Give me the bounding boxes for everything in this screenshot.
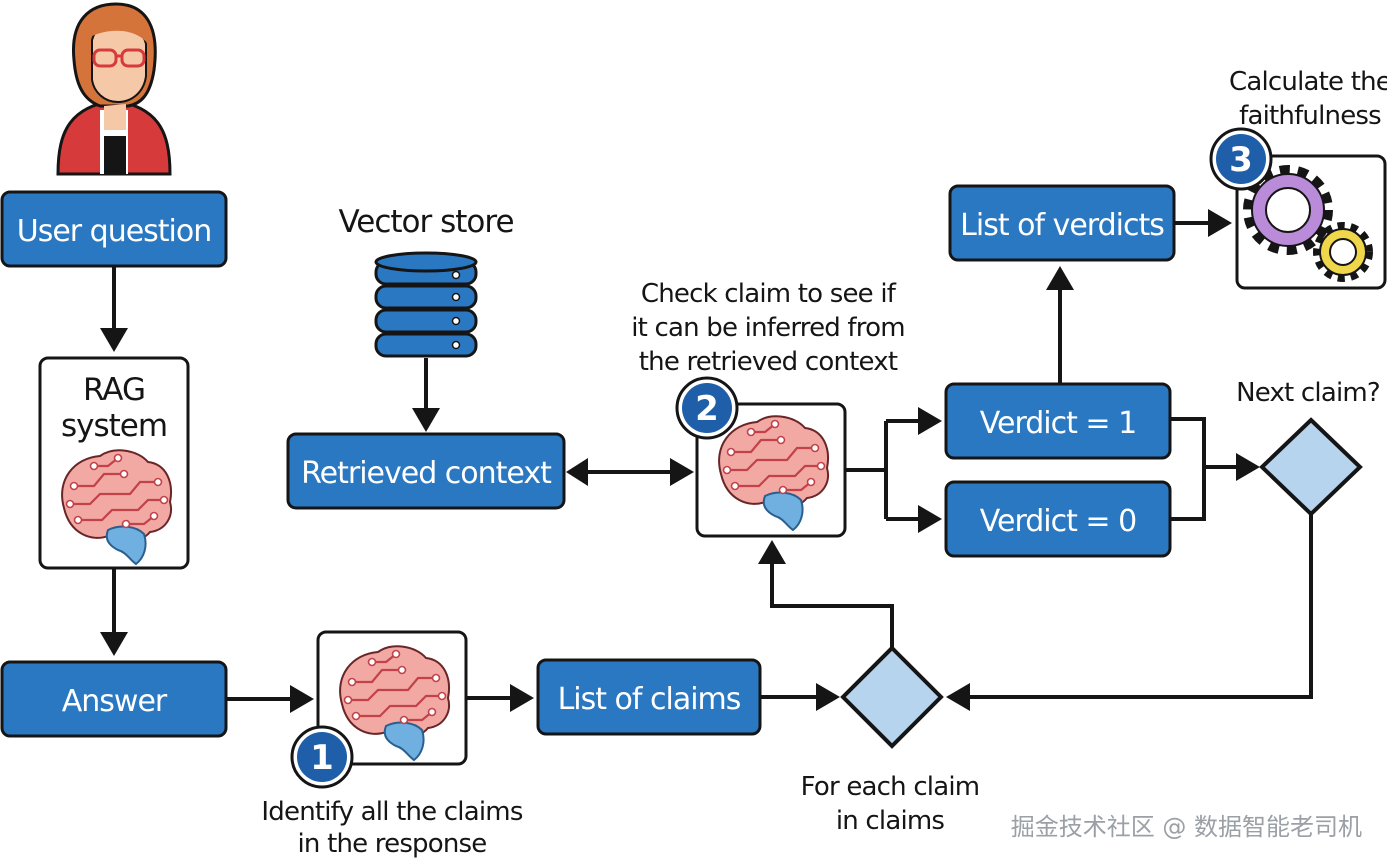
next-claim-label: Next claim?	[1236, 378, 1380, 408]
step-2-caption-line3: the retrieved context	[639, 347, 898, 377]
step-2-number: 2	[695, 389, 719, 429]
answer-label: Answer	[62, 684, 168, 719]
list-of-claims-label: List of claims	[558, 682, 741, 717]
database-icon	[374, 251, 478, 358]
step-3-caption-line1: Calculate the	[1229, 67, 1387, 97]
step-2-badge: 2	[675, 376, 739, 440]
step-3-caption-line2: faithfulness	[1239, 101, 1381, 131]
step-1-caption-line1: Identify all the claims	[261, 797, 522, 827]
for-each-caption-line1: For each claim	[801, 772, 980, 802]
gears-icon	[1243, 165, 1373, 282]
list-of-verdicts-label: List of verdicts	[960, 208, 1164, 243]
step-3-badge: 3	[1209, 127, 1273, 191]
list-of-verdicts-node: List of verdicts	[948, 184, 1176, 262]
rag-system-label-line2: system	[61, 408, 167, 444]
for-each-caption-line2: in claims	[836, 806, 945, 836]
vector-store-label: Vector store	[338, 204, 513, 240]
step-1-badge: 1	[290, 725, 354, 789]
for-each-claim-decision	[840, 645, 944, 749]
watermark: 掘金技术社区 @ 数据智能老司机	[1011, 813, 1362, 841]
next-claim-decision	[1259, 417, 1363, 517]
answer-node: Answer	[0, 660, 228, 738]
faithfulness-calculator-node	[1235, 154, 1387, 290]
rag-system-label-line1: RAG	[83, 372, 145, 408]
rag-system-node: RAG system	[38, 356, 190, 570]
verdict-0-node: Verdict = 0	[944, 480, 1172, 558]
step-2-caption-line2: it can be inferred from	[631, 313, 905, 343]
list-of-claims-node: List of claims	[536, 658, 762, 736]
verdict-1-label: Verdict = 1	[980, 406, 1136, 441]
user-question-node: User question	[0, 190, 228, 268]
retrieved-context-node: Retrieved context	[286, 432, 566, 510]
retrieved-context-label: Retrieved context	[301, 456, 552, 491]
step-1-caption-line2: in the response	[298, 829, 487, 859]
step-3-number: 3	[1229, 140, 1253, 180]
step-2-caption-line1: Check claim to see if	[641, 279, 897, 309]
user-avatar-icon	[56, 2, 172, 176]
user-question-label: User question	[17, 214, 212, 249]
step-1-number: 1	[310, 738, 334, 778]
verdict-1-node: Verdict = 1	[944, 382, 1172, 460]
verdict-0-label: Verdict = 0	[980, 504, 1136, 539]
